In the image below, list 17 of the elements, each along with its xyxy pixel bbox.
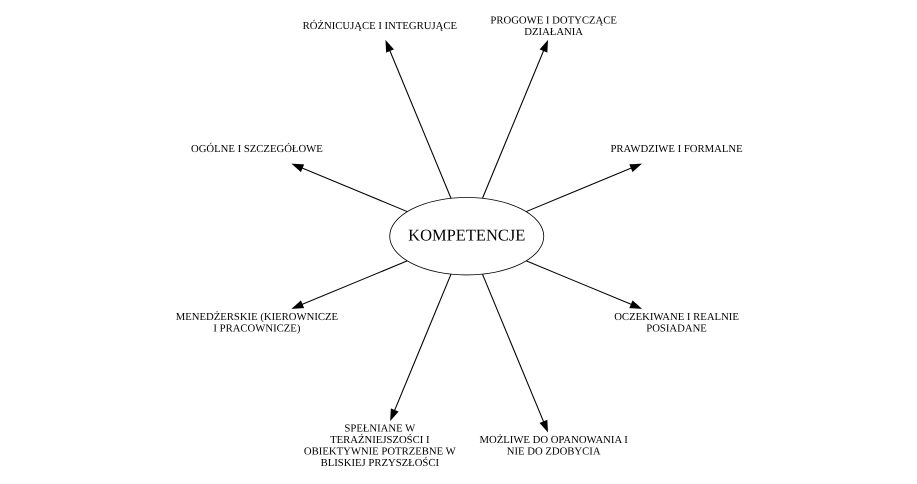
node-text: RÓŻNICUJĄCE I INTEGRUJĄCE [302, 20, 458, 32]
node-text: OCZEKIWANE I REALNIE POSIADANE [614, 311, 739, 335]
node-text: SPEŁNIANE W TERAŹNIEJSZOŚCI I OBIEKTYWNIE POTRZEBNE W BLISKIEJ PRZYSZŁOŚCI [304, 422, 456, 470]
node-text: PRAWDZIWE I FORMALNE [610, 143, 743, 156]
arrow [390, 274, 452, 422]
node-text: OGÓLNE I SZCZEGÓŁOWE [191, 143, 323, 156]
node-text: MOŻLIWE DO OPANOWANIA I NIE DO ZDOBYCIA [479, 434, 628, 458]
arrow [526, 260, 642, 309]
node-text: MENEDŻERSKIE (KIEROWNICZE I PRACOWNICZE) [176, 311, 338, 335]
arrow [482, 274, 548, 433]
node-text: PROGOWE I DOTYCZĄCE DZIAŁANIA [490, 14, 617, 38]
arrow [385, 40, 452, 198]
arrow [291, 260, 408, 309]
arrow [526, 164, 642, 212]
arrow [291, 164, 408, 212]
arrow [482, 40, 548, 198]
node-ellipse: KOMPETENCJE [389, 197, 544, 276]
